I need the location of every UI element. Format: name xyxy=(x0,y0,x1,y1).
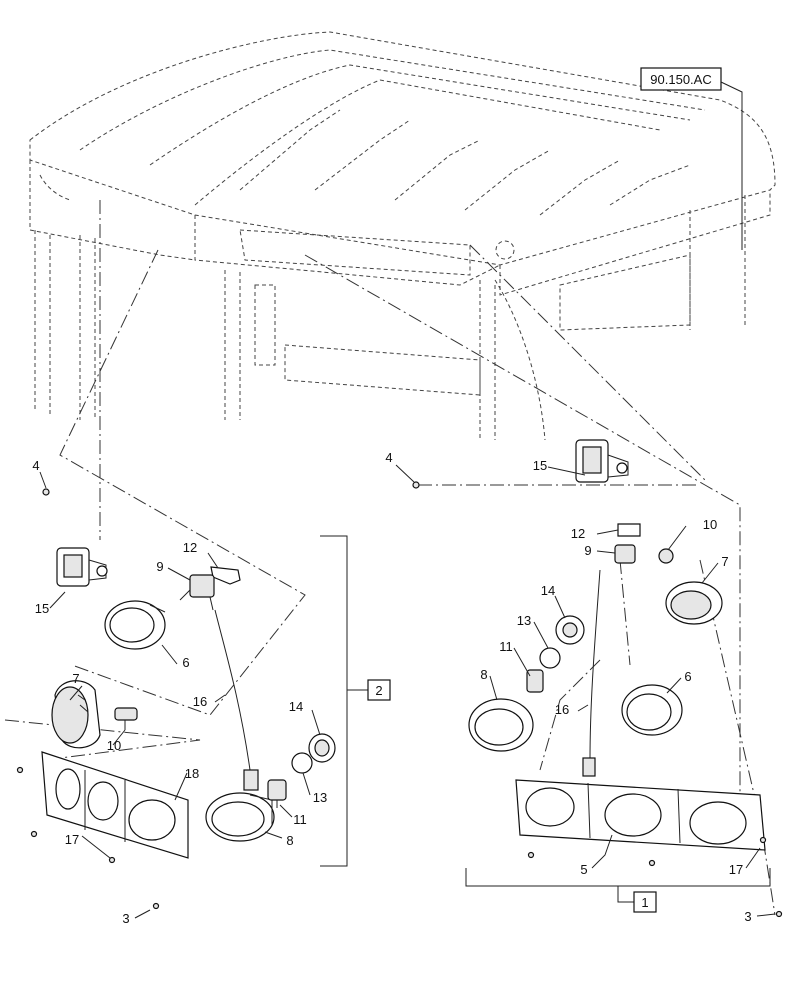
callout-9-left[interactable]: 9 xyxy=(156,559,163,574)
screw-17-left-b[interactable] xyxy=(108,856,116,864)
connector-9-right[interactable] xyxy=(614,544,636,564)
group-2-label: 2 xyxy=(375,683,382,698)
callout-18-left[interactable]: 18 xyxy=(185,766,199,781)
connector-9-left[interactable] xyxy=(179,574,215,611)
screw-17-right-c[interactable] xyxy=(759,836,767,844)
lamp-6-left[interactable] xyxy=(104,600,166,650)
left-assembly xyxy=(16,488,336,910)
callout-8-left[interactable]: 8 xyxy=(286,833,293,848)
callout-4-left[interactable]: 4 xyxy=(32,458,39,473)
wire-plug-16-left[interactable] xyxy=(243,769,259,791)
reference-label: 90.150.AC xyxy=(650,72,711,87)
lamp-8-left[interactable] xyxy=(205,792,275,842)
callout-6-right[interactable]: 6 xyxy=(684,669,691,684)
screw-4-left[interactable] xyxy=(42,488,50,496)
callout-11-right[interactable]: 11 xyxy=(499,639,513,654)
callout-7-left[interactable]: 7 xyxy=(72,671,79,686)
clip-12-left[interactable] xyxy=(210,566,241,585)
callout-13-left[interactable]: 13 xyxy=(313,790,327,805)
callout-17-left[interactable]: 17 xyxy=(65,832,79,847)
callout-12-right[interactable]: 12 xyxy=(571,526,585,541)
screw-17-right-b[interactable] xyxy=(648,859,656,867)
callout-3-left[interactable]: 3 xyxy=(122,911,129,926)
callout-15-left[interactable]: 15 xyxy=(35,601,49,616)
bulb-10-left[interactable] xyxy=(114,707,138,730)
callout-leaders xyxy=(39,464,776,919)
lamp-6-right[interactable] xyxy=(621,684,683,736)
cap-14-left[interactable] xyxy=(308,733,336,763)
cab-roof xyxy=(29,31,776,441)
group-2-box[interactable] xyxy=(367,679,391,701)
callout-labels: 4 4 15 15 12 12 9 9 10 10 7 7 6 6 16 16 … xyxy=(32,450,751,926)
wire-16-right xyxy=(589,569,601,761)
screw-4-right[interactable] xyxy=(412,481,420,489)
callout-5-right[interactable]: 5 xyxy=(580,862,587,877)
callout-15-right[interactable]: 15 xyxy=(533,458,547,473)
bracket-15-left[interactable] xyxy=(56,547,108,587)
callout-10-left[interactable]: 10 xyxy=(107,738,121,753)
socket-13-right[interactable] xyxy=(539,647,561,669)
right-assembly xyxy=(412,439,783,918)
bulb-11-right[interactable] xyxy=(526,669,544,693)
lamp-8-right[interactable] xyxy=(468,698,534,752)
callout-11-left[interactable]: 11 xyxy=(293,812,307,827)
cap-14-right[interactable] xyxy=(555,615,585,645)
callout-9-right[interactable]: 9 xyxy=(584,543,591,558)
callout-6-left[interactable]: 6 xyxy=(182,655,189,670)
callout-12-left[interactable]: 12 xyxy=(183,540,197,555)
lamp-7-right[interactable] xyxy=(665,581,723,625)
screw-17-left-a[interactable] xyxy=(30,830,38,838)
callout-14-left[interactable]: 14 xyxy=(289,699,303,714)
callout-8-right[interactable]: 8 xyxy=(480,667,487,682)
screw-17-right-a[interactable] xyxy=(527,851,535,859)
callout-3-right[interactable]: 3 xyxy=(744,909,751,924)
group-2-bracket: 2 xyxy=(320,535,391,867)
clip-12-right[interactable] xyxy=(617,523,641,537)
bulb-11-left[interactable] xyxy=(267,779,287,808)
bulb-10-right[interactable] xyxy=(658,548,674,564)
plate-5-right[interactable] xyxy=(515,779,766,851)
screw-17-left-c[interactable] xyxy=(16,766,24,774)
wire-plug-16-right[interactable] xyxy=(582,757,596,777)
plate-18-left[interactable] xyxy=(41,751,189,859)
bracket-15-right[interactable] xyxy=(575,439,629,483)
callout-10-right[interactable]: 10 xyxy=(703,517,717,532)
socket-13-left[interactable] xyxy=(291,752,313,774)
callout-4-right[interactable]: 4 xyxy=(385,450,392,465)
callout-7-right[interactable]: 7 xyxy=(721,554,728,569)
screw-3-right[interactable] xyxy=(775,910,783,918)
wire-16-left xyxy=(214,609,251,771)
screw-3-left[interactable] xyxy=(152,902,160,910)
callout-16-right[interactable]: 16 xyxy=(555,702,569,717)
callout-16-left[interactable]: 16 xyxy=(193,694,207,709)
callout-13-right[interactable]: 13 xyxy=(517,613,531,628)
group-1-label: 1 xyxy=(641,895,648,910)
reference-box[interactable]: 90.150.AC xyxy=(640,67,743,250)
callout-17-right[interactable]: 17 xyxy=(729,862,743,877)
group-1-bracket: 1 xyxy=(465,868,771,913)
group-1-box[interactable] xyxy=(633,891,657,913)
lamp-7-left[interactable] xyxy=(51,680,101,749)
callout-14-right[interactable]: 14 xyxy=(541,583,555,598)
